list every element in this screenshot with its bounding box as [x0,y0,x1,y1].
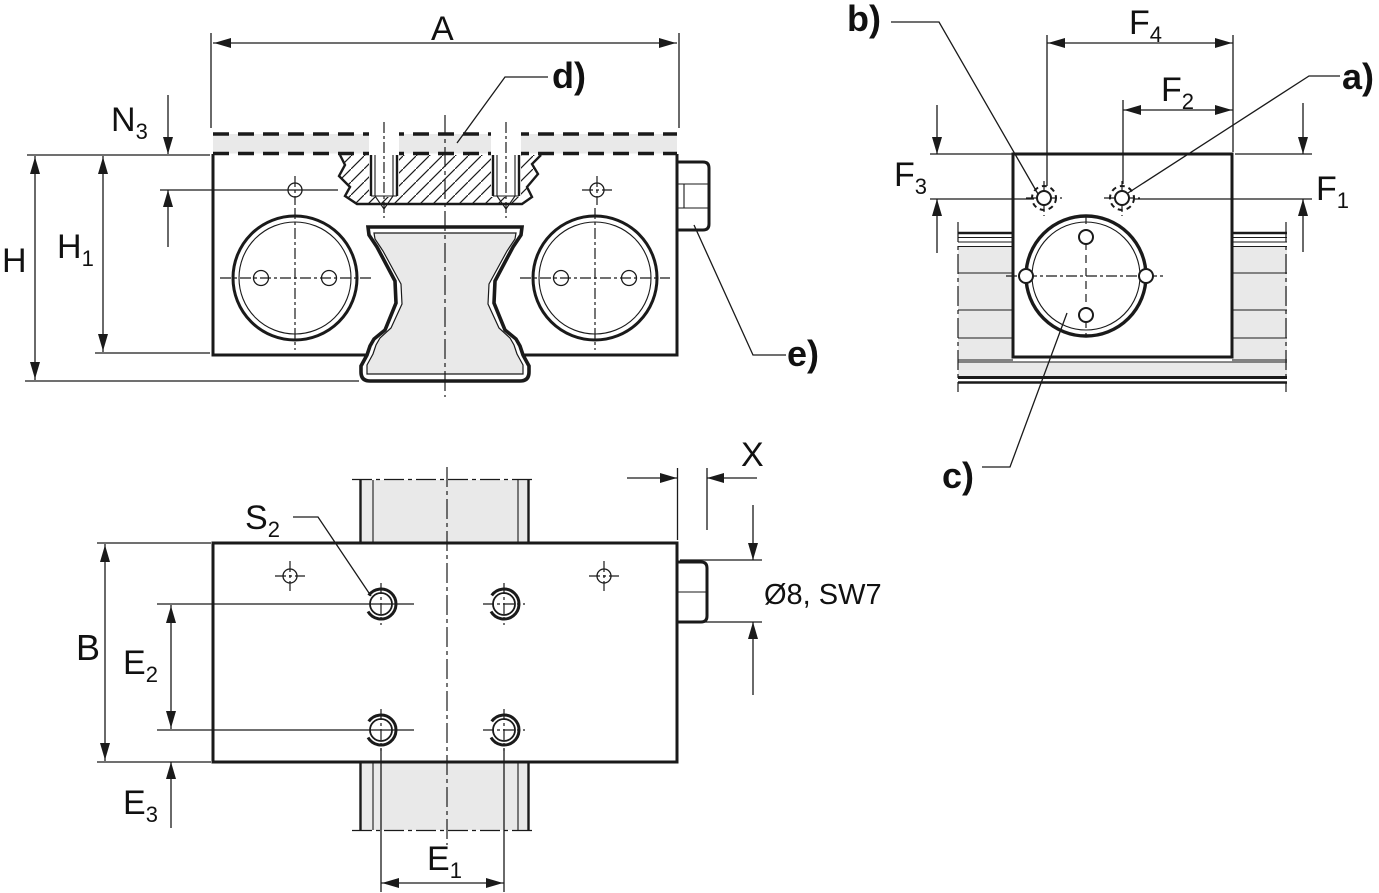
side-hole-b [1026,181,1062,216]
dimension-N3: N3 [111,95,338,247]
dimension-F4: F4 [1046,4,1234,186]
callout-a: a) [1127,56,1374,194]
side-rail-bottom-band [957,222,1287,392]
label-A: A [431,10,454,48]
dimension-F2: F2 [1122,71,1233,184]
front-roller-left [220,208,372,350]
callout-d: d) [456,55,586,144]
plan-lube-port-left [275,561,305,591]
side-rail-left [958,231,1013,377]
front-tapped-hole-right [491,122,521,218]
plan-hole-bottom-right [483,709,525,751]
plan-rail-top [352,478,536,542]
callout-b: b) [847,0,1039,195]
dimension-F3: F3 [894,105,1034,253]
dimension-B: B [76,542,211,763]
front-view: A N3 H1 H d [2,10,819,397]
label-F1: F1 [1316,170,1349,213]
dimension-E3: E3 [123,762,176,828]
label-H: H [2,242,27,280]
label-E1: E1 [427,840,462,883]
side-rail-right [1232,231,1287,377]
label-nipple-spec: Ø8, SW7 [764,579,882,611]
label-c: c) [942,455,974,496]
front-roller-right [520,208,670,350]
dimension-A: A [210,10,680,128]
plan-hole-top-right [483,583,525,625]
plan-mounting-holes [366,583,525,751]
plan-view: B E2 E3 E1 [76,436,882,892]
label-E3: E3 [123,784,158,827]
plan-body-outline [211,541,679,764]
front-lube-port-right [582,176,612,205]
side-view: F4 F2 F3 F1 [847,0,1374,496]
dimension-nipple-spec: Ø8, SW7 [680,505,882,695]
label-a: a) [1342,56,1374,97]
dimension-X: X [627,436,764,540]
front-lube-nipple [677,160,711,232]
front-rail-profile [359,115,531,397]
plan-hole-top-left [366,583,398,625]
plan-hole-bottom-left [366,709,398,751]
label-S2: S2 [245,499,280,542]
label-b: b) [847,0,881,39]
plan-rail-bottom [352,762,536,832]
callout-c: c) [942,312,1068,496]
label-F2: F2 [1161,71,1194,114]
label-F4: F4 [1129,4,1162,47]
label-e: e) [787,333,819,374]
dimension-E1: E1 [380,748,505,892]
label-N3: N3 [111,101,148,144]
dimension-F1: F1 [1133,103,1349,252]
side-bore [1006,214,1166,338]
dimension-E2: E2 [123,605,176,729]
front-tapped-hole-left [369,122,399,218]
label-E2: E2 [123,644,158,687]
label-F3: F3 [894,156,927,199]
label-H1: H1 [57,228,94,271]
label-d: d) [552,55,586,96]
dimension-H1: H1 [27,154,210,354]
label-B: B [76,627,100,668]
callout-e: e) [693,224,819,374]
dimension-H: H [2,156,359,382]
plan-lube-nipple [677,560,709,624]
plan-lube-port-right [589,561,619,591]
callout-S2: S2 [245,499,372,597]
side-hole-a [1104,181,1140,216]
label-X: X [741,436,764,474]
